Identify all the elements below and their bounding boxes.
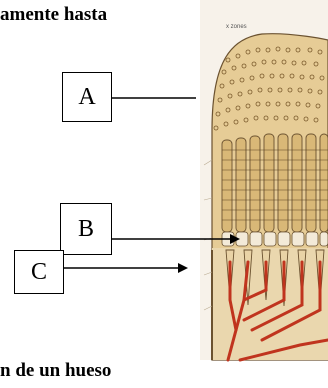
label-box-b: B xyxy=(60,203,112,255)
label-a-text: A xyxy=(78,84,95,111)
label-box-c: C xyxy=(14,250,64,294)
figure-caption-fragment: x zones xyxy=(226,24,247,30)
arrowhead-c xyxy=(178,263,188,273)
label-b-text: B xyxy=(78,216,94,243)
label-box-a: A xyxy=(62,72,112,122)
label-c-text: C xyxy=(31,259,47,286)
text-fragment-bottom: n de un hueso xyxy=(0,360,111,382)
